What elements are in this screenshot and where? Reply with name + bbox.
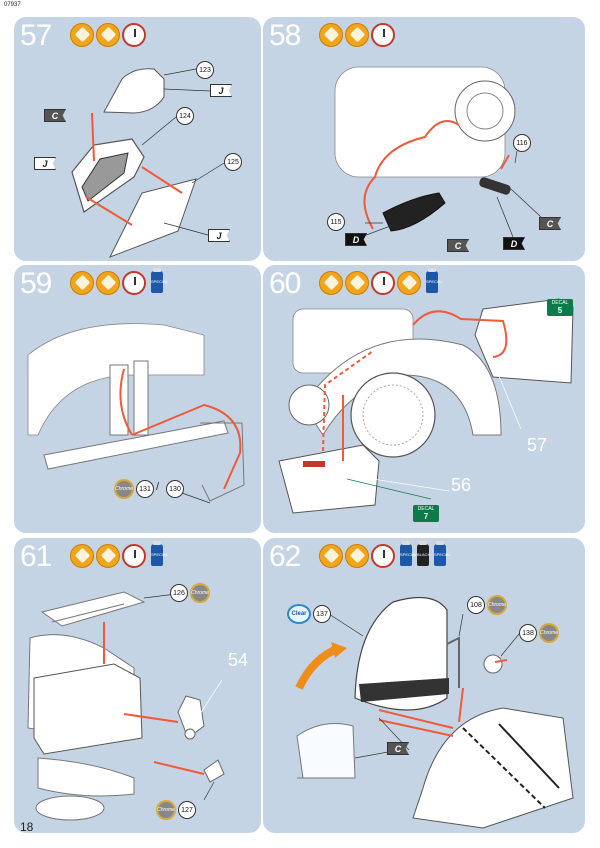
part-number-badge: 123 <box>196 61 214 79</box>
paint-pot-icon: SPECIAL <box>400 541 417 566</box>
paint-brush-icon <box>96 544 120 568</box>
part-number-badge: 127 <box>178 801 196 819</box>
drying-time-icon <box>371 23 395 47</box>
part-number-badge: 108 <box>467 596 485 614</box>
rotate-icon <box>96 271 120 295</box>
page-number: 18 <box>20 820 34 834</box>
glue-icon <box>70 23 94 47</box>
step-58-drawing <box>334 66 542 238</box>
drying-time-icon <box>371 544 395 568</box>
paint-pot-icon: BLACK <box>417 541 430 566</box>
paint-code-flag: C <box>44 109 66 122</box>
step-number: 60 <box>269 267 301 300</box>
step-57-drawing <box>71 68 225 258</box>
subassembly-reference: 56 <box>451 475 472 495</box>
part-number-badge: 137 <box>313 605 331 623</box>
paint-code-flag: D <box>503 237 525 250</box>
part-number-badge: 124 <box>176 107 194 125</box>
step-number: 57 <box>20 19 52 52</box>
clear-finish-icon: Clear <box>287 604 311 624</box>
step-number: 58 <box>269 19 301 52</box>
part-number-badge: 130 <box>166 480 184 498</box>
step-icons <box>70 23 146 49</box>
glue-icon <box>70 544 94 568</box>
paint-brush-icon <box>345 23 369 47</box>
step-60-drawing <box>278 298 574 514</box>
part-number-badge: 131 <box>136 480 154 498</box>
paint-pot-icon: SPECIAL <box>426 268 443 293</box>
part-separator: / <box>156 481 160 493</box>
step-icons: SPECIAL <box>70 268 168 297</box>
step-62-panel: 62 SPECIAL BLACK SPECIAL Clear 137 108 C… <box>263 538 585 833</box>
step-62-drawing <box>295 596 574 829</box>
chrome-finish-icon: Chrome <box>114 479 134 499</box>
part-number-badge: 126 <box>170 584 188 602</box>
step-number: 59 <box>20 267 52 300</box>
paint-pot-icon: SPECIAL <box>434 541 451 566</box>
paint-code-flag: J <box>34 157 56 170</box>
step-58-panel: 58 116 115 D C D C <box>263 17 585 261</box>
part-number-badge: 115 <box>327 213 345 231</box>
step-61-panel: 61 SPECIAL 126 Chrome 54 Chrome 127 <box>14 538 261 833</box>
step-icons <box>319 23 395 49</box>
step-icons: SPECIAL <box>70 541 168 570</box>
subassembly-reference: 54 <box>228 650 249 670</box>
paint-pot-icon: SPECIAL <box>151 541 168 566</box>
decal-star-icon <box>397 271 421 295</box>
catalog-code: 07937 <box>4 2 21 8</box>
paint-brush-icon <box>96 23 120 47</box>
paint-brush-icon <box>345 271 369 295</box>
drying-time-icon <box>122 271 146 295</box>
step-number: 62 <box>269 540 301 573</box>
glue-icon <box>319 271 343 295</box>
step-number: 61 <box>20 540 52 573</box>
chrome-finish-icon: Chrome <box>156 800 176 820</box>
drying-time-icon <box>122 544 146 568</box>
drying-time-icon <box>122 23 146 47</box>
step-icons: SPECIAL BLACK SPECIAL <box>319 541 451 570</box>
paint-pot-icon: SPECIAL <box>151 268 168 293</box>
step-57-panel: 57 123 124 125 J C J J <box>14 17 261 261</box>
step-61-drawing <box>27 591 225 821</box>
step-59-panel: 59 SPECIAL Chrome 131 / 130 <box>14 265 261 533</box>
glue-icon <box>319 544 343 568</box>
glue-icon <box>70 271 94 295</box>
glue-icon <box>319 23 343 47</box>
paint-brush-icon <box>345 544 369 568</box>
chrome-finish-icon: Chrome <box>487 595 507 615</box>
step-icons: SPECIAL <box>319 268 443 297</box>
chrome-finish-icon: Chrome <box>190 583 210 603</box>
part-number-badge: 125 <box>224 153 242 171</box>
chrome-finish-icon: Chrome <box>539 623 559 643</box>
paint-code-flag: J <box>208 229 230 242</box>
part-number-badge: 116 <box>513 134 531 152</box>
paint-code-flag: J <box>210 84 232 97</box>
subassembly-reference: 57 <box>527 435 548 455</box>
part-number-badge: 138 <box>519 624 537 642</box>
drying-time-icon <box>371 271 395 295</box>
step-59-drawing <box>27 323 245 504</box>
